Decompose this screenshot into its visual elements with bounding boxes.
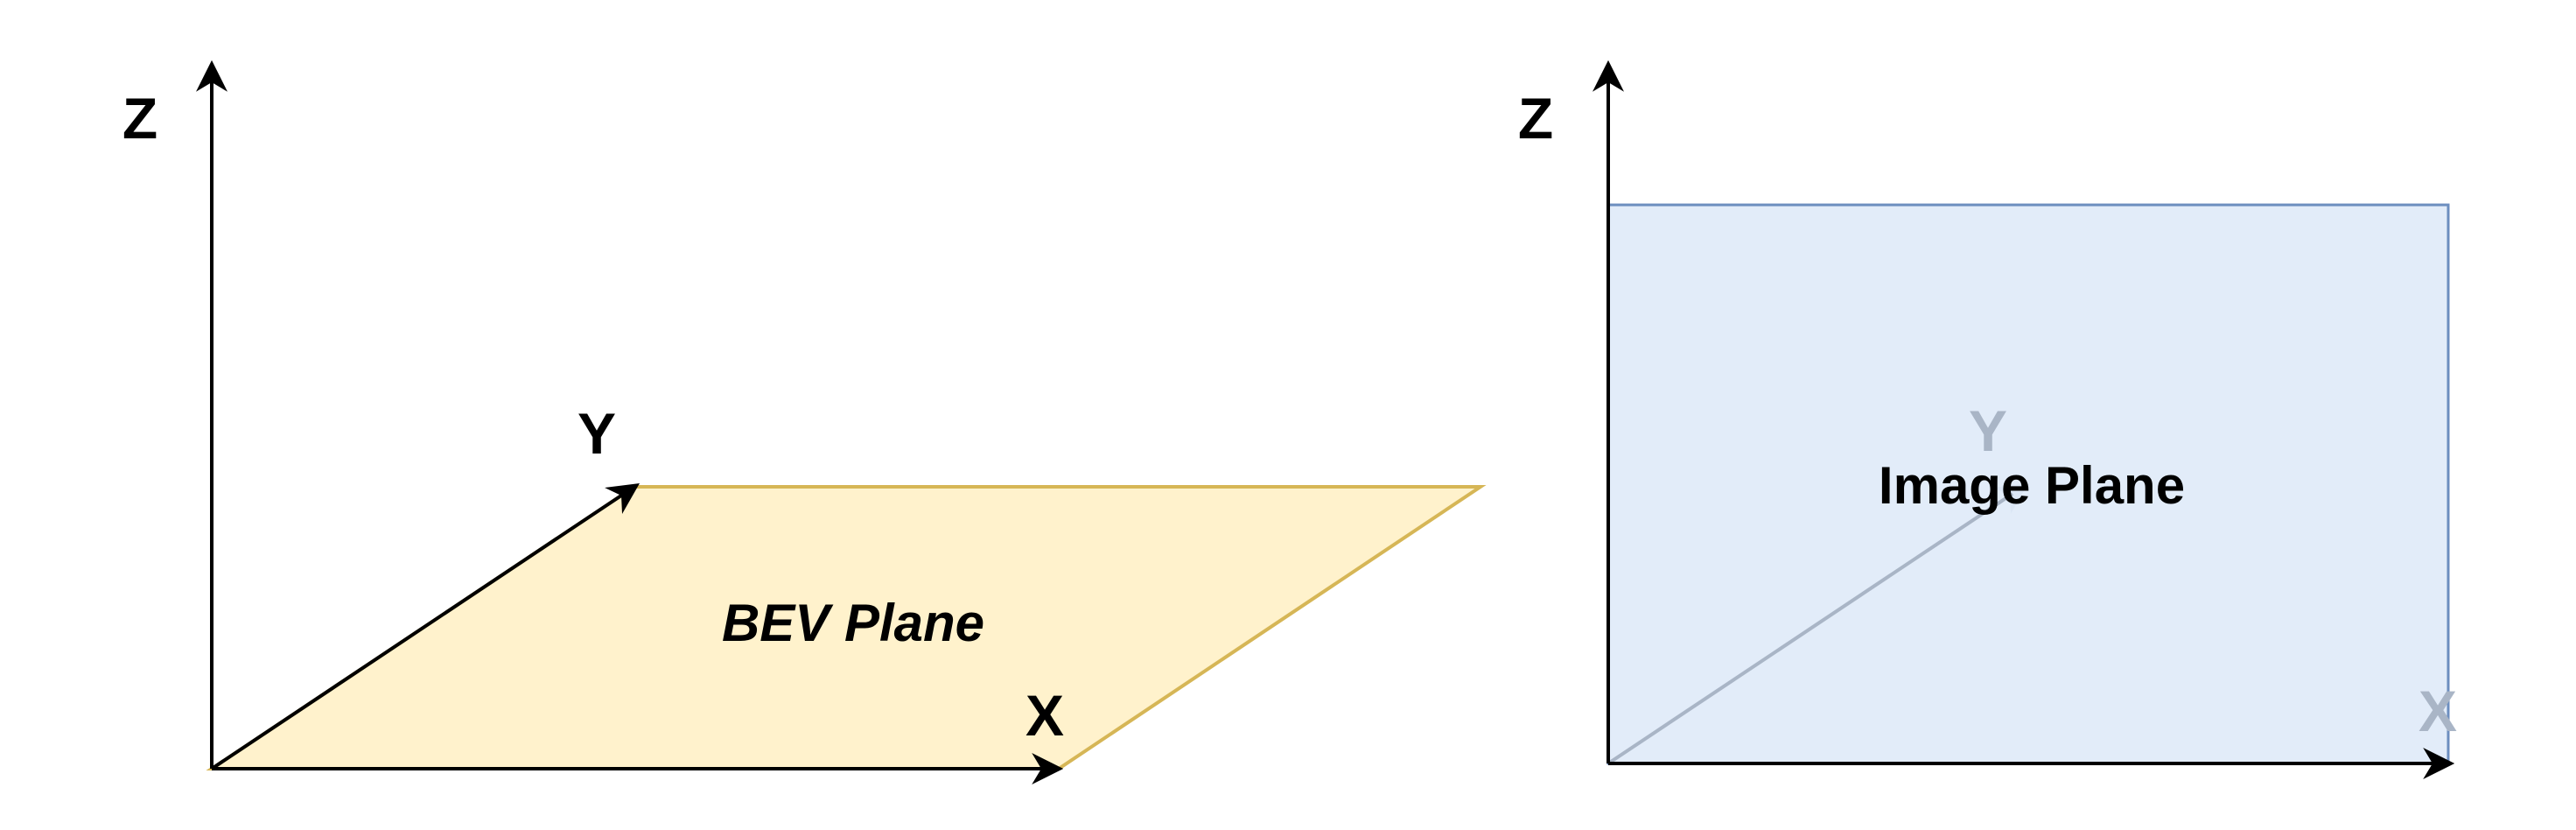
right-x-axis-label: X [2418,679,2457,743]
image-plane-label: Image Plane [1879,456,2185,515]
right-y-axis-label: Y [1969,398,2007,463]
right-y-axis-overlay [1606,492,2014,765]
left-y-axis [210,483,640,770]
right-panel: Z Y X Image Plane [1518,60,2457,779]
left-z-axis-label: Z [122,86,158,151]
bev-plane-label: BEV Plane [722,594,984,652]
left-panel: Z Y X BEV Plane [122,60,1487,784]
left-x-axis-label: X [1026,683,1064,748]
right-z-axis-label: Z [1518,86,1553,151]
left-y-axis-label: Y [578,401,616,466]
